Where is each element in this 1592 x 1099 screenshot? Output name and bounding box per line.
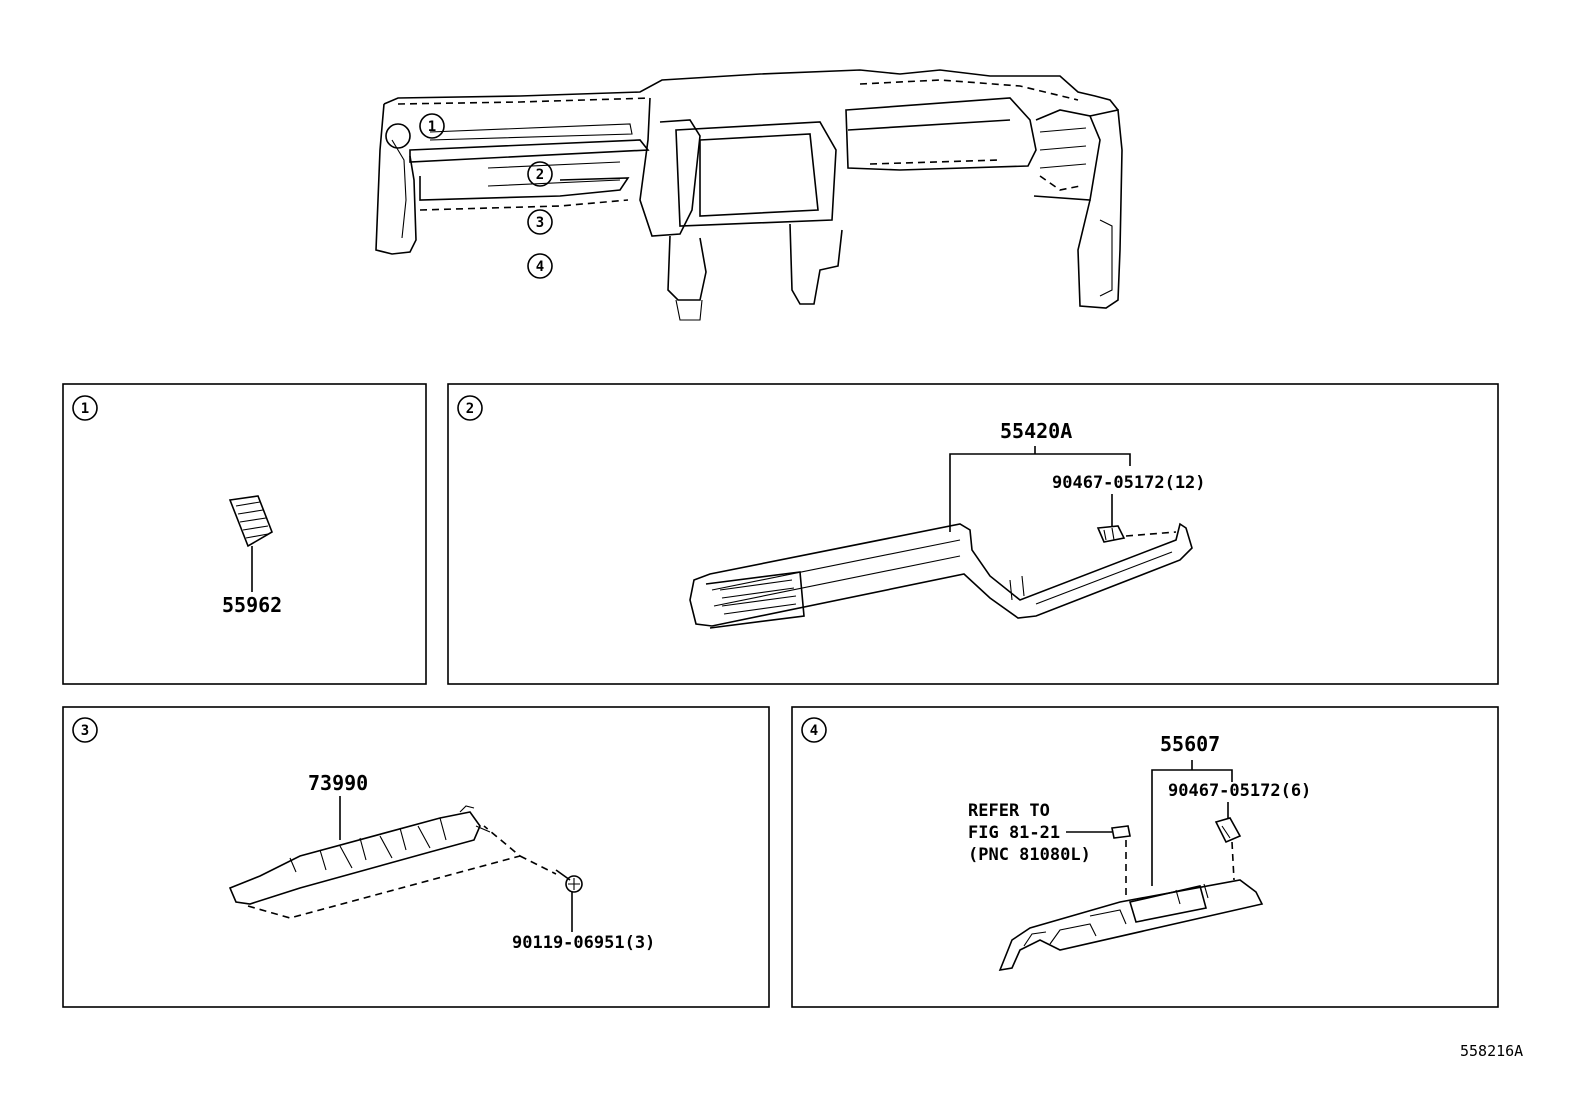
svg-text:4: 4	[810, 723, 818, 739]
clip-drawing-6	[1214, 817, 1242, 844]
dashboard-overview-drawing: 1 2 3 4	[375, 69, 1123, 321]
illustration-code: 558216A	[1460, 1042, 1523, 1060]
overview-callout-3[interactable]: 3	[527, 209, 553, 235]
detail-panel-3: 3 73990 90119-06951(3)	[62, 706, 770, 1008]
svg-text:3: 3	[536, 215, 544, 231]
part-number-73990[interactable]: 73990	[308, 771, 368, 795]
bolt-dashed-line	[519, 855, 557, 875]
panel-3-number: 3	[72, 717, 98, 743]
detail-panel-4: 4 55607 90467-05172(6) REFER TO FIG 81-2…	[791, 706, 1499, 1008]
svg-text:1: 1	[81, 401, 89, 417]
clip-drawing	[1096, 525, 1126, 543]
overview-callout-4[interactable]: 4	[527, 253, 553, 279]
reference-line-1: REFER TO	[968, 801, 1050, 821]
panel-2-frame	[447, 383, 1499, 685]
clip-dashed-line	[1125, 531, 1177, 537]
svg-text:4: 4	[536, 259, 544, 275]
part-number-55962[interactable]: 55962	[222, 593, 282, 617]
svg-text:2: 2	[536, 167, 544, 183]
panel-4-number: 4	[801, 717, 827, 743]
overview-callout-1[interactable]: 1	[419, 113, 445, 139]
clip-dashed-line-6	[1231, 841, 1235, 881]
bracket-drawing	[228, 805, 491, 905]
part-number-90467-05172-12[interactable]: 90467-05172(12)	[1052, 473, 1206, 493]
panel-1-frame	[62, 383, 427, 685]
leader-line-55420A	[949, 453, 1131, 532]
svg-text:3: 3	[81, 723, 89, 739]
panel-3-frame	[62, 706, 770, 1008]
overview-callout-2[interactable]: 2	[527, 161, 553, 187]
detail-panel-2: 2 55420A 90467-05172(12)	[447, 383, 1499, 685]
part-number-90467-05172-6[interactable]: 90467-05172(6)	[1168, 781, 1311, 801]
reference-line-2[interactable]: FIG 81-21	[968, 823, 1060, 843]
bolt-drawing	[555, 869, 583, 893]
side-vent-louver-drawing	[228, 495, 273, 548]
panel-1-number: 1	[72, 395, 98, 421]
part-number-55607[interactable]: 55607	[1160, 732, 1220, 756]
bracket-dashed-line	[247, 825, 522, 919]
svg-text:2: 2	[466, 401, 474, 417]
part-number-90119-06951-3[interactable]: 90119-06951(3)	[512, 933, 655, 953]
reference-line-3: (PNC 81080L)	[968, 845, 1091, 865]
panel-2-number: 2	[457, 395, 483, 421]
svg-text:1: 1	[428, 119, 436, 135]
center-garnish-drawing	[689, 522, 1193, 629]
lower-panel-drawing	[998, 879, 1264, 972]
panel-4-frame	[791, 706, 1499, 1008]
detail-panel-1: 1 55962	[62, 383, 427, 685]
reference-clip-drawing	[1111, 825, 1131, 839]
part-number-55420A[interactable]: 55420A	[1000, 419, 1072, 443]
